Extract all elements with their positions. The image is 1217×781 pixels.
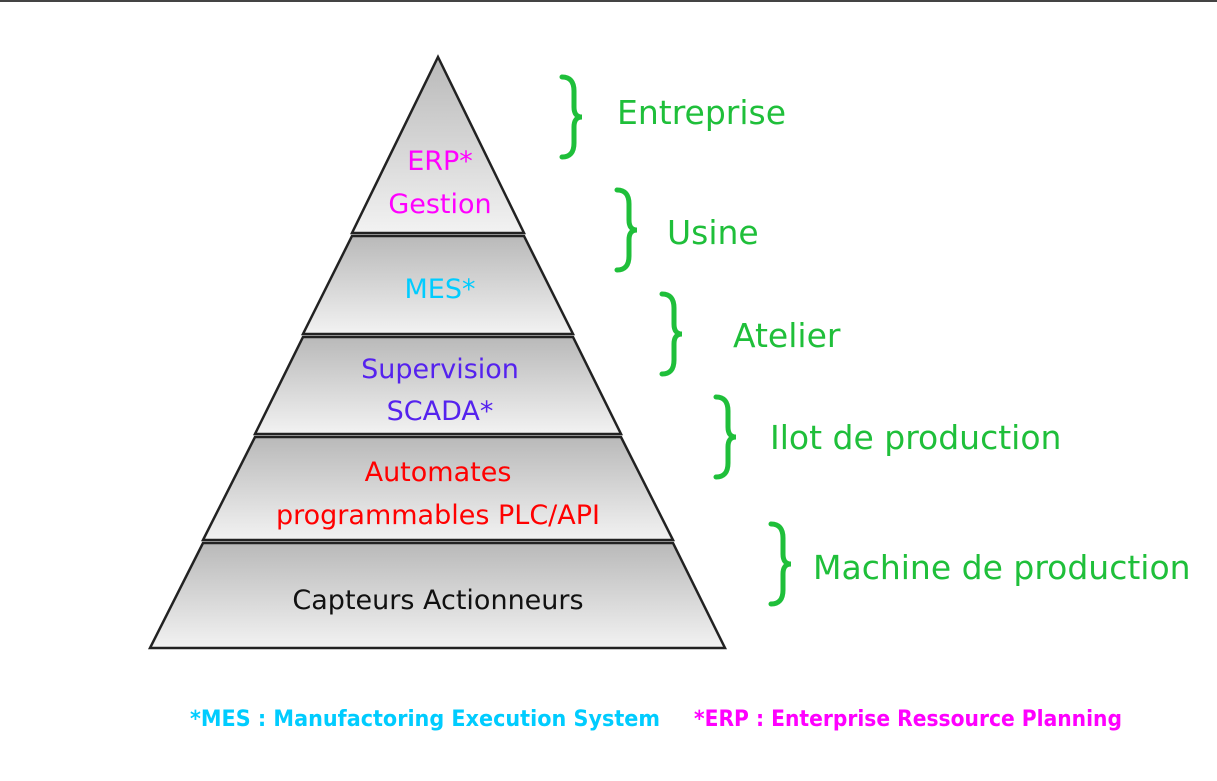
brace-icon — [559, 74, 583, 160]
pyramid-layer-sensors — [147, 541, 728, 650]
top-border — [0, 0, 1217, 2]
layer-label: MES* — [405, 274, 476, 305]
footnote-erp: *ERP : Enterprise Ressource Planning — [694, 707, 1122, 732]
brace-icon — [659, 291, 683, 377]
pyramid-layer-erp — [349, 54, 527, 235]
level-label-machine: Machine de production — [813, 548, 1191, 587]
layer-label: Supervision — [361, 354, 519, 385]
layer-label: SCADA* — [387, 396, 494, 427]
level-label-atelier: Atelier — [733, 316, 841, 355]
level-label-ilot: Ilot de production — [770, 418, 1061, 457]
pyramid-layer-mes — [300, 234, 576, 336]
brace-icon — [768, 521, 792, 607]
layer-label: ERP* — [407, 146, 473, 177]
level-label-entreprise: Entreprise — [617, 93, 786, 132]
brace-icon — [614, 187, 638, 273]
layer-label: Gestion — [388, 189, 491, 220]
pyramid-layer-scada — [252, 335, 624, 436]
level-label-usine: Usine — [667, 213, 759, 252]
layer-label: Capteurs Actionneurs — [292, 585, 583, 616]
pyramid-layer-plc — [200, 435, 676, 542]
brace-icon — [713, 394, 737, 480]
layer-label: Automates — [365, 457, 512, 488]
footnote-mes: *MES : Manufactoring Execution System — [190, 707, 660, 732]
layer-label: programmables PLC/API — [276, 500, 600, 531]
